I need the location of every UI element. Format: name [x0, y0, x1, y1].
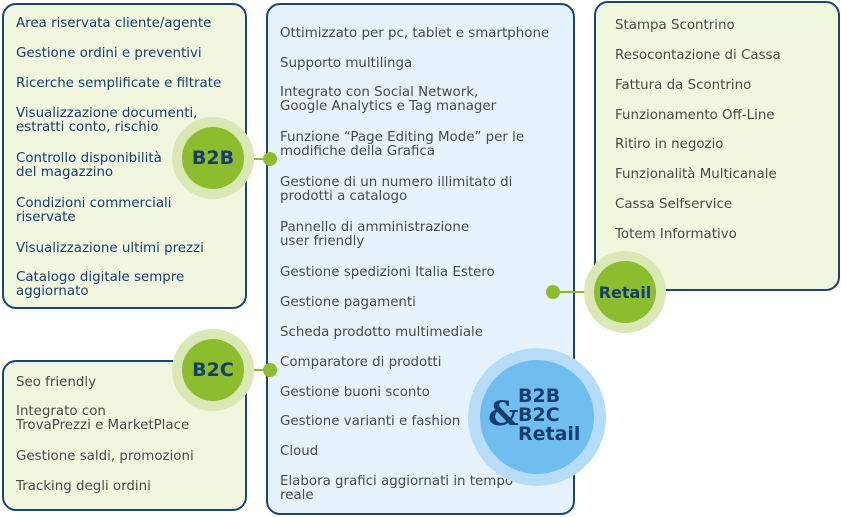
retail-connector: [553, 291, 598, 293]
b2c-item: Tracking degli ordini: [16, 479, 151, 494]
common-item: Integrato con Social Network, Google Ana…: [280, 85, 497, 114]
b2b-item: Condizioni commerciali riservate: [16, 196, 172, 225]
retail-badge: Retail: [594, 261, 656, 323]
retail-item: Ritiro in negozio: [615, 137, 724, 152]
common-item: Gestione spedizioni Italia Estero: [280, 265, 495, 280]
common-item: Pannello di amministrazione user friendl…: [280, 220, 470, 249]
common-item: Funzione “Page Editing Mode” per le modi…: [280, 130, 525, 159]
b2b-item: Ricerche semplificate e filtrate: [16, 76, 222, 91]
retail-item: Cassa Selfservice: [615, 197, 733, 212]
ampersand-glyph: &: [488, 394, 519, 434]
retail-connector-dot: [546, 285, 560, 299]
retail-item: Fattura da Scontrino: [615, 78, 752, 93]
retail-item: Totem Informativo: [615, 227, 737, 242]
b2b-item: Controllo disponibilità del magazzino: [16, 151, 162, 180]
common-item: Gestione varianti e fashion: [280, 414, 461, 429]
b2b-item: Catalogo digitale sempre aggiornato: [16, 270, 185, 299]
all-channels-label-b2b: B2B: [518, 385, 561, 407]
b2b-item: Visualizzazione ultimi prezzi: [16, 241, 204, 256]
b2c-item: Seo friendly: [16, 375, 96, 390]
common-item: Cloud: [280, 444, 319, 459]
b2b-connector: [240, 158, 270, 160]
common-item: Gestione pagamenti: [280, 295, 416, 310]
b2c-item: Gestione saldi, promozioni: [16, 449, 194, 464]
b2b-item: Area riservata cliente/agente: [16, 16, 212, 31]
common-item: Elabora grafici aggiornati in tempo real…: [280, 474, 514, 503]
b2c-connector-dot: [263, 363, 277, 377]
common-item: Ottimizzato per pc, tablet e smartphone: [280, 26, 550, 41]
all-channels-label-retail: Retail: [518, 423, 581, 445]
common-item: Comparatore di prodotti: [280, 355, 442, 370]
all-channels-badge: [480, 360, 594, 474]
common-item: Gestione di un numero illimitato di prod…: [280, 175, 513, 204]
all-channels-label-b2c: B2C: [518, 404, 560, 426]
common-item: Supporto multilinga: [280, 56, 413, 71]
retail-panel: Stampa Scontrino Resocontazione di Cassa…: [594, 1, 840, 291]
retail-item: Resocontazione di Cassa: [615, 48, 781, 63]
retail-item: Funzionalità Multicanale: [615, 167, 777, 182]
retail-item: Funzionamento Off-Line: [615, 108, 775, 123]
b2b-badge: B2B: [182, 127, 244, 189]
common-item: Scheda prodotto multimediale: [280, 325, 483, 340]
b2c-item: Integrato con TrovaPrezzi e MarketPlace: [16, 404, 190, 433]
b2b-connector-dot: [263, 152, 277, 166]
b2b-item: Visualizzazione documenti, estratti cont…: [16, 106, 198, 135]
b2b-item: Gestione ordini e preventivi: [16, 46, 202, 61]
retail-item: Stampa Scontrino: [615, 18, 735, 33]
b2c-badge: B2C: [182, 339, 244, 401]
common-item: Gestione buoni sconto: [280, 385, 430, 400]
b2c-connector: [240, 369, 270, 371]
